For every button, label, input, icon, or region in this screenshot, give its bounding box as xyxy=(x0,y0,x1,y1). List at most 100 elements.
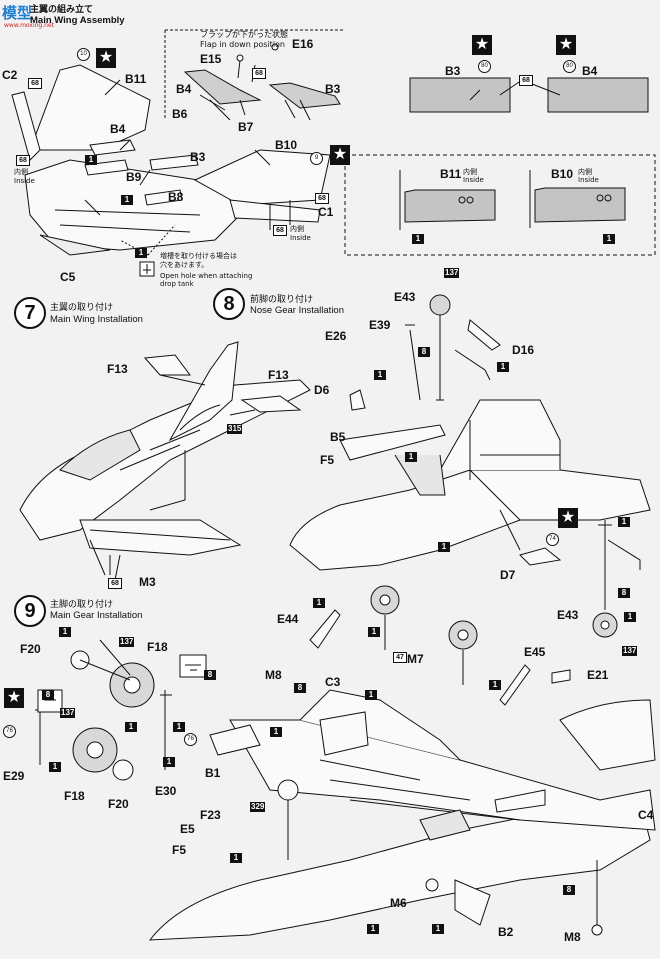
part-label-e30: E30 xyxy=(155,784,177,798)
color-code-badge: 1 xyxy=(624,612,636,622)
part-label-c2: C2 xyxy=(2,68,18,82)
part-label-b11: B11 xyxy=(440,167,462,181)
main-wing-title-en: Main Wing Assembly xyxy=(30,15,125,26)
color-code-badge: 8 xyxy=(294,683,306,693)
main-wing-title-jp: 主翼の組み立て xyxy=(30,5,94,15)
flap-panel-details xyxy=(409,77,649,113)
color-code-badge: 1 xyxy=(405,452,417,462)
part-label-b1: B1 xyxy=(205,766,221,780)
part-label-m3: M3 xyxy=(139,575,156,589)
color-code-badge: 1 xyxy=(368,627,380,637)
step-7-title-en: Main Wing Installation xyxy=(50,314,143,325)
part-label-m8: M8 xyxy=(265,668,282,682)
color-code-badge: 1 xyxy=(603,234,615,244)
color-code-badge: 1 xyxy=(163,757,175,767)
part-label-b6: B6 xyxy=(172,107,188,121)
part-label-c5: C5 xyxy=(60,270,76,284)
paint-code-box: 68 xyxy=(252,68,266,79)
flap-assembly xyxy=(164,29,345,121)
part-label-f5: F5 xyxy=(320,453,335,467)
color-code-badge: 1 xyxy=(59,627,71,637)
drop-tank-note-en1: Open hole when attaching xyxy=(160,272,253,280)
part-label-d7: D7 xyxy=(500,568,516,582)
step-7-number: 7 xyxy=(14,297,46,329)
inside-detail-box xyxy=(344,154,656,256)
part-label-b4: B4 xyxy=(176,82,192,96)
inside-label-jp: 内側 xyxy=(290,225,304,233)
part-label-f13: F13 xyxy=(268,368,289,382)
star-icon: ★ xyxy=(96,48,116,68)
inside-label-en: Inside xyxy=(578,176,599,184)
watermark-url: www.moxing.net xyxy=(4,22,54,29)
color-code-badge: 137 xyxy=(622,646,638,656)
part-label-f18: F18 xyxy=(64,789,85,803)
part-label-e16: E16 xyxy=(292,37,314,51)
paint-code-circle: 80 xyxy=(478,60,491,73)
part-label-f20: F20 xyxy=(108,797,129,811)
nose-gear-aircraft xyxy=(289,294,651,638)
star-icon: ★ xyxy=(330,145,350,165)
color-code-badge: 8 xyxy=(618,588,630,598)
part-label-b4: B4 xyxy=(582,64,598,78)
part-label-e43: E43 xyxy=(394,290,416,304)
color-code-badge: 1 xyxy=(135,248,147,258)
part-label-e39: E39 xyxy=(369,318,391,332)
part-label-f18: F18 xyxy=(147,640,168,654)
star-icon: ★ xyxy=(558,508,578,528)
part-label-c4: C4 xyxy=(638,808,654,822)
part-label-b8: B8 xyxy=(168,190,184,204)
part-label-e26: E26 xyxy=(325,329,347,343)
drop-tank-note-en2: drop tank xyxy=(160,280,194,288)
inside-label-en: Inside xyxy=(14,177,35,185)
color-code-badge: 137 xyxy=(60,708,76,718)
part-label-f13: F13 xyxy=(107,362,128,376)
flap-note-en: Flap in down position xyxy=(200,40,285,49)
part-label-d16: D16 xyxy=(512,343,535,357)
part-label-m7: M7 xyxy=(407,652,424,666)
part-label-b11: B11 xyxy=(125,72,147,86)
paint-code-box: 68 xyxy=(28,78,42,89)
wing-installation-aircraft xyxy=(19,341,311,581)
paint-code-box: 68 xyxy=(315,193,329,204)
color-code-badge: 8 xyxy=(204,670,216,680)
drop-tank-note-jp2: 穴をあけます。 xyxy=(160,261,209,269)
part-label-f5: F5 xyxy=(172,843,187,857)
step-9-number: 9 xyxy=(14,595,46,627)
color-code-badge: 315 xyxy=(227,424,243,434)
star-icon: ★ xyxy=(4,688,24,708)
inside-label-en: Inside xyxy=(290,234,311,242)
part-label-e21: E21 xyxy=(587,668,609,682)
paint-code-circle: 9 xyxy=(310,152,323,165)
star-icon: ★ xyxy=(556,35,576,55)
part-label-b3: B3 xyxy=(325,82,341,96)
color-code-badge: 1 xyxy=(438,542,450,552)
color-code-badge: 1 xyxy=(374,370,386,380)
color-code-badge: 1 xyxy=(85,155,97,165)
color-code-badge: 1 xyxy=(125,722,137,732)
color-code-badge: 1 xyxy=(365,690,377,700)
part-label-f23: F23 xyxy=(200,808,221,822)
part-label-e15: E15 xyxy=(200,52,222,66)
step-8-number: 8 xyxy=(213,288,245,320)
color-code-badge: 8 xyxy=(418,347,430,357)
part-label-e44: E44 xyxy=(277,612,299,626)
part-label-b3: B3 xyxy=(190,150,206,164)
flap-note-jp: フラップが下がった状態 xyxy=(200,30,288,39)
paint-code-box: 47 xyxy=(393,652,407,663)
color-code-badge: 1 xyxy=(313,598,325,608)
inside-label-jp: 内側 xyxy=(578,168,592,176)
color-code-badge: 8 xyxy=(42,690,54,700)
color-code-badge: 8 xyxy=(563,885,575,895)
paint-code-circle: 76 xyxy=(3,725,16,738)
part-label-c1: C1 xyxy=(318,205,334,219)
color-code-badge: 1 xyxy=(497,362,509,372)
paint-code-box: 68 xyxy=(273,225,287,236)
step-9-title-en: Main Gear Installation xyxy=(50,610,143,621)
color-code-badge: 1 xyxy=(230,853,242,863)
inside-label-jp: 内側 xyxy=(463,168,477,176)
paint-code-circle: 76 xyxy=(184,733,197,746)
paint-code-box: 68 xyxy=(108,578,122,589)
step-8-title-en: Nose Gear Installation xyxy=(250,305,344,316)
color-code-badge: 137 xyxy=(119,637,135,647)
